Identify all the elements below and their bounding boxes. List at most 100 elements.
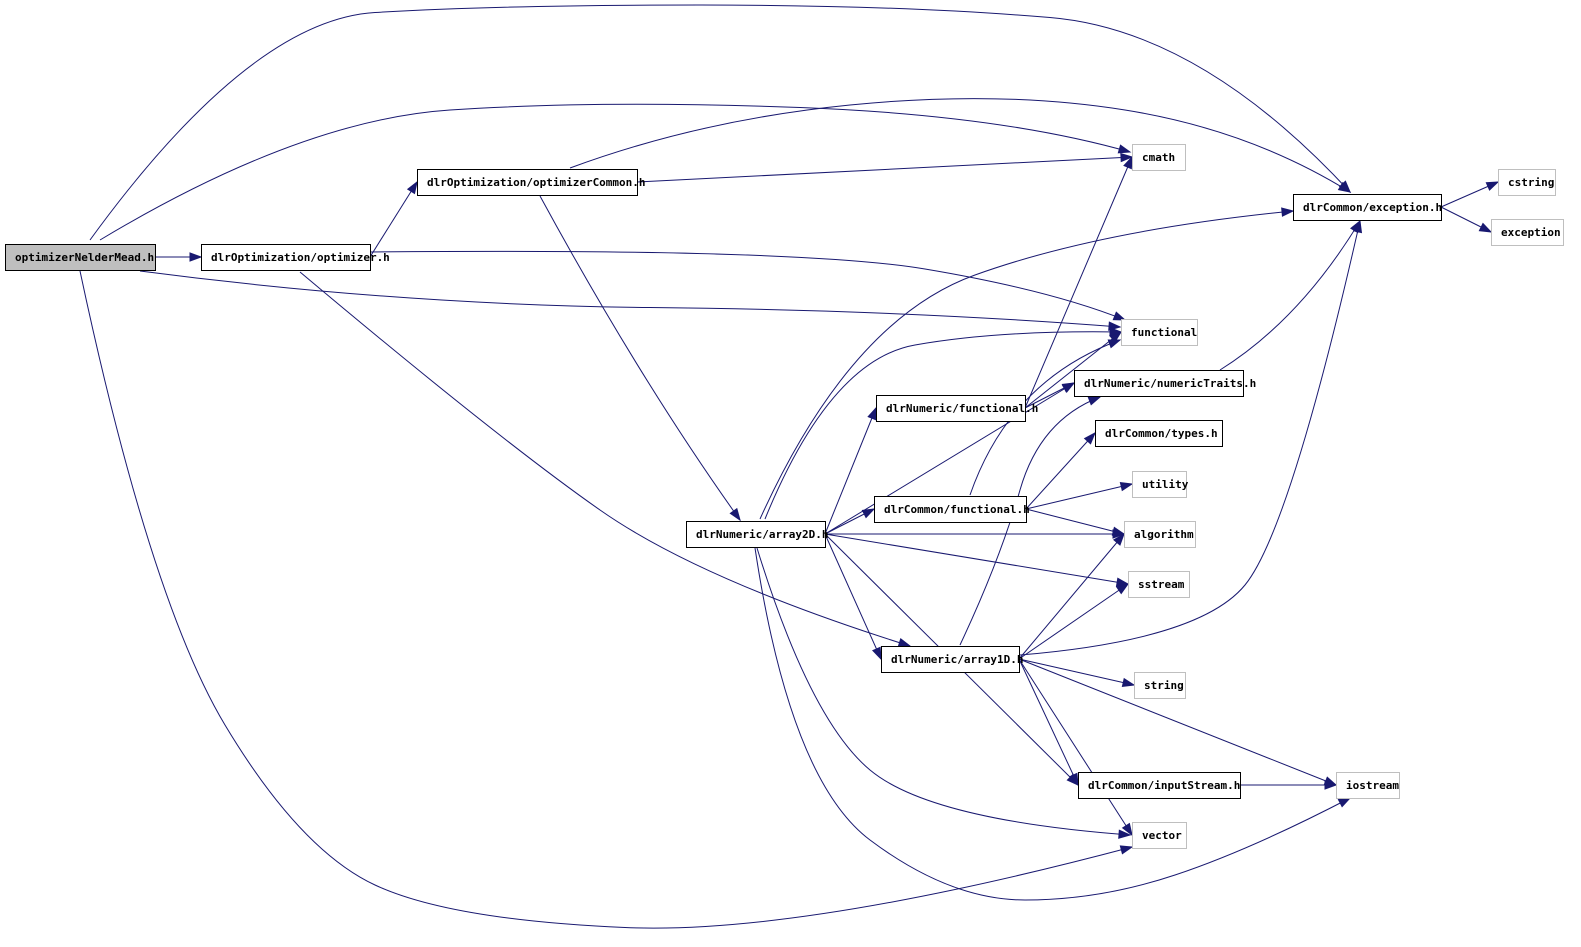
- node-label: vector: [1142, 829, 1182, 842]
- edge-comfunc-to-utility: [1025, 483, 1133, 510]
- arrowhead-icon: [1107, 339, 1122, 349]
- node-label: dlrCommon/exception.h: [1303, 201, 1442, 214]
- arrowhead-icon: [897, 638, 912, 648]
- edge-array1d-to-inputstream: [1018, 658, 1079, 786]
- arrowhead-icon: [1324, 780, 1338, 790]
- node-cstring: cstring: [1498, 169, 1556, 196]
- node-opt[interactable]: dlrOptimization/optimizer.h: [201, 244, 390, 271]
- node-label: cstring: [1508, 176, 1554, 189]
- arrowhead-icon: [1117, 144, 1132, 154]
- edge-opt-to-functional: [369, 250, 1126, 321]
- node-box: [5, 244, 156, 271]
- edge-optc-to-exc: [569, 98, 1351, 193]
- edge-array2d-to-exc: [759, 210, 1294, 520]
- node-exception: exception: [1491, 219, 1564, 246]
- node-box: [1095, 420, 1223, 447]
- arrowhead-icon: [1061, 382, 1076, 393]
- node-box: [201, 244, 371, 271]
- edge-array2d-to-array1d: [824, 533, 882, 660]
- node-numtraits[interactable]: dlrNumeric/numericTraits.h: [1074, 370, 1257, 397]
- edge-array1d-to-iostream: [1018, 658, 1337, 786]
- node-box: [686, 521, 826, 548]
- node-numfunc[interactable]: dlrNumeric/functional.h: [876, 395, 1039, 422]
- node-box: [876, 395, 1026, 422]
- node-box: [417, 169, 638, 196]
- arrowhead-icon: [1109, 327, 1123, 337]
- arrowhead-icon: [1120, 152, 1134, 163]
- arrowhead-icon: [1115, 583, 1130, 595]
- arrowhead-icon: [1121, 822, 1133, 837]
- arrowhead-icon: [1112, 311, 1127, 321]
- edge-array1d-to-algorithm: [1018, 533, 1125, 660]
- arrowhead-icon: [1118, 829, 1132, 839]
- node-label: string: [1144, 679, 1184, 692]
- node-types[interactable]: dlrCommon/types.h: [1095, 420, 1223, 447]
- arrowhead-icon: [861, 508, 876, 519]
- edge-optc-to-array2d: [539, 195, 741, 521]
- node-label: optimizerNelderMead.h: [15, 251, 154, 264]
- edge-opt-to-array1d: [299, 271, 911, 647]
- node-box: [1078, 772, 1241, 799]
- node-optc[interactable]: dlrOptimization/optimizerCommon.h: [417, 169, 646, 196]
- arrowhead-icon: [1123, 155, 1133, 170]
- node-cmath: cmath: [1132, 144, 1186, 171]
- node-label: dlrNumeric/array1D.h: [891, 653, 1023, 666]
- node-sstream: sstream: [1128, 571, 1190, 598]
- node-box: [1491, 219, 1564, 246]
- arrowhead-icon: [1112, 529, 1126, 539]
- node-box: [881, 646, 1020, 673]
- node-inputstream[interactable]: dlrCommon/inputStream.h: [1078, 772, 1241, 799]
- arrowhead-icon: [406, 180, 418, 195]
- edge-optc-to-cmath: [636, 156, 1133, 183]
- node-label: sstream: [1138, 578, 1185, 591]
- edge-array2d-to-iostream: [754, 547, 1351, 901]
- node-algorithm: algorithm: [1124, 521, 1196, 548]
- arrowhead-icon: [1119, 482, 1134, 492]
- node-exc[interactable]: dlrCommon/exception.h: [1293, 194, 1443, 221]
- arrowhead-icon: [729, 507, 741, 522]
- edge-array2d-to-numfunc: [824, 407, 877, 535]
- arrowhead-icon: [1112, 532, 1125, 546]
- node-label: functional: [1131, 326, 1197, 339]
- node-box: [1074, 370, 1244, 397]
- edge-array2d-to-functional: [764, 331, 1122, 520]
- node-functional: functional: [1121, 319, 1198, 346]
- node-array2d[interactable]: dlrNumeric/array2D.h: [686, 521, 829, 548]
- edge-comfunc-to-types: [1025, 432, 1096, 510]
- node-comfunc[interactable]: dlrCommon/functional.h: [874, 496, 1030, 523]
- edge-array2d-to-numtraits: [824, 382, 1075, 535]
- node-box: [1124, 521, 1196, 548]
- edge-array1d-to-sstream: [1018, 583, 1129, 660]
- node-string: string: [1134, 672, 1186, 699]
- edges-layer: [79, 4, 1500, 929]
- node-box: [1293, 194, 1442, 221]
- edge-numtraits-to-exc: [1219, 220, 1361, 371]
- node-box: [1121, 319, 1198, 346]
- edge-opt-to-optc: [369, 181, 418, 258]
- edge-comfunc-to-functional: [969, 339, 1121, 496]
- node-box: [1132, 471, 1187, 498]
- arrowhead-icon: [1337, 797, 1352, 808]
- edge-array2d-to-vector: [756, 547, 1131, 836]
- node-box: [1336, 772, 1400, 799]
- node-root[interactable]: optimizerNelderMead.h: [5, 244, 156, 271]
- node-label: dlrCommon/functional.h: [884, 503, 1030, 516]
- node-utility: utility: [1132, 471, 1189, 498]
- arrowhead-icon: [1281, 207, 1295, 217]
- node-label: dlrOptimization/optimizerCommon.h: [427, 176, 646, 189]
- node-array1d[interactable]: dlrNumeric/array1D.h: [881, 646, 1024, 673]
- arrowhead-icon: [1119, 845, 1134, 855]
- arrowhead-icon: [189, 252, 203, 262]
- arrowhead-icon: [1083, 431, 1096, 445]
- node-label: cmath: [1142, 151, 1175, 164]
- arrowhead-icon: [1478, 222, 1493, 233]
- edge-numfunc-to-functional: [1024, 331, 1122, 409]
- nodes-layer: optimizerNelderMead.h dlrOptimization/opt…: [5, 144, 1564, 849]
- edge-root-to-exc: [89, 4, 1351, 241]
- node-label: utility: [1142, 478, 1189, 491]
- arrowhead-icon: [871, 646, 882, 661]
- edge-numfunc-to-cmath: [1024, 156, 1133, 409]
- node-vector: vector: [1132, 822, 1187, 849]
- edge-array1d-to-vector: [1018, 658, 1133, 836]
- node-box: [1134, 672, 1186, 699]
